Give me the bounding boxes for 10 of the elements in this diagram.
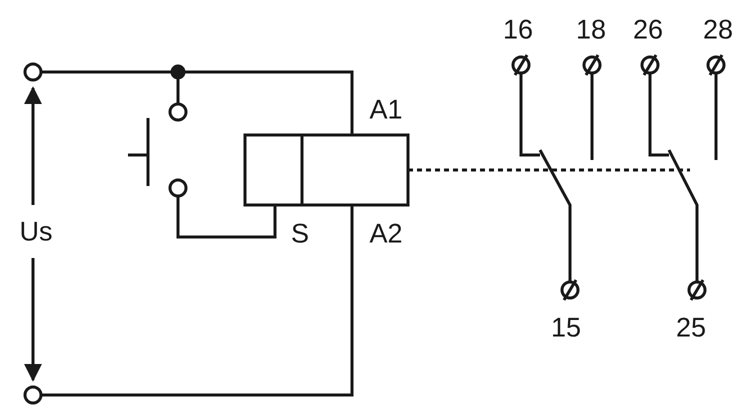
terminal-number: 18 <box>576 16 606 44</box>
terminal-number: 15 <box>550 314 582 342</box>
voltage-label: Us <box>20 218 52 246</box>
terminal-number: 25 <box>676 314 706 342</box>
terminal-label: A2 <box>369 220 403 248</box>
terminal-label: S <box>291 220 309 248</box>
terminal-label: A1 <box>369 96 403 124</box>
terminal-number: 16 <box>502 16 534 44</box>
terminal-number: 26 <box>632 16 664 44</box>
terminal-number: 28 <box>702 16 734 44</box>
